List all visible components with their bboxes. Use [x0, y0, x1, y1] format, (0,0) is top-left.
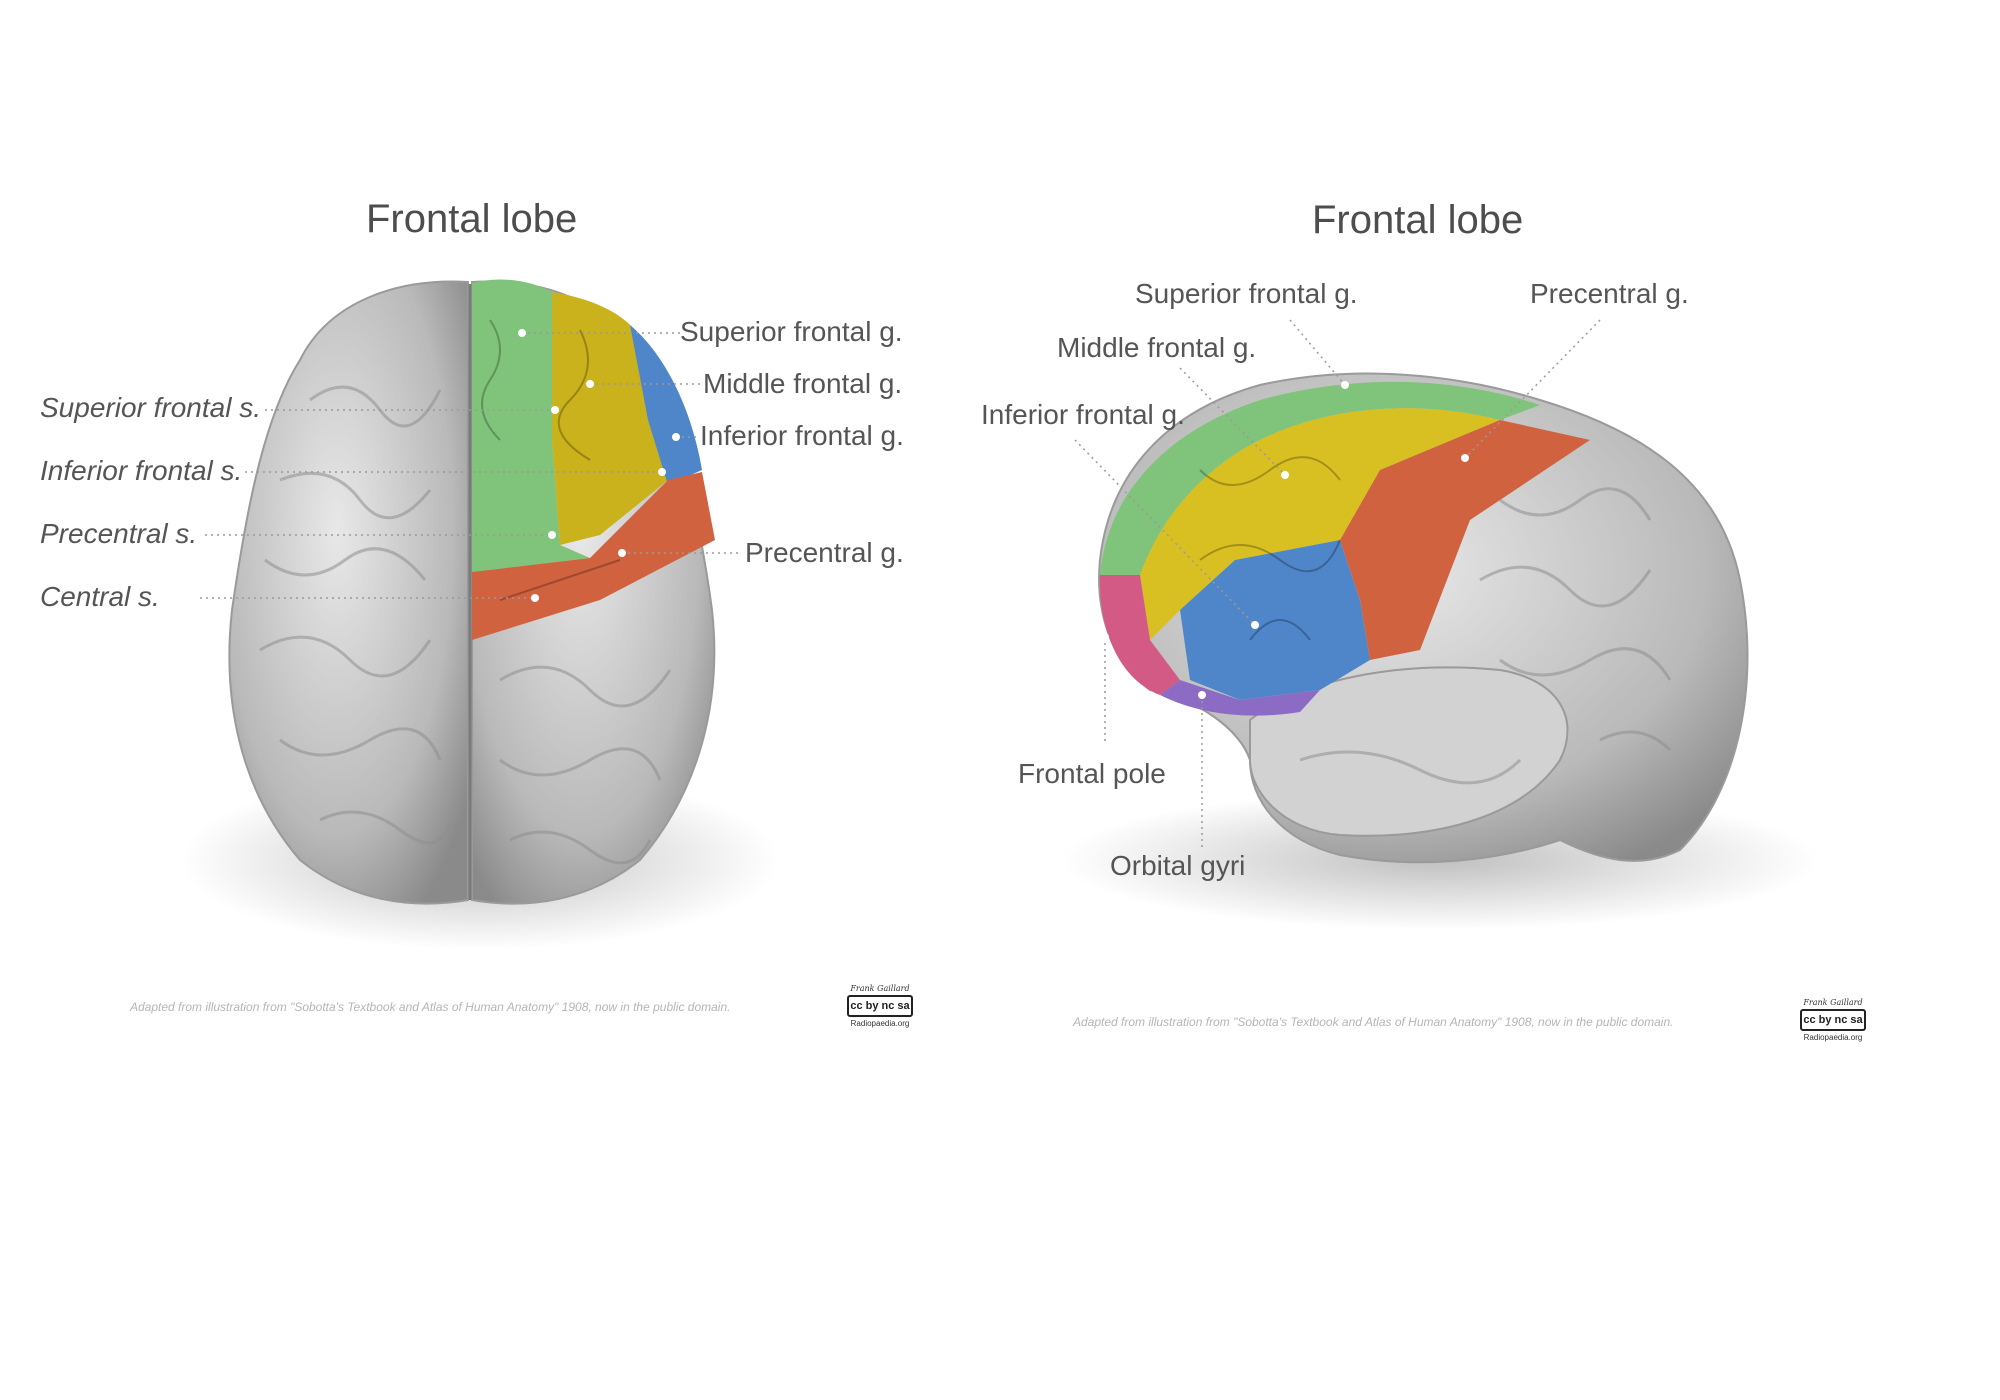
- left-label-precentral-sulcus: Precentral s.: [40, 518, 198, 549]
- right-credit-text: Adapted from illustration from "Sobotta'…: [1073, 1015, 1674, 1029]
- right-superior-frontal-gyrus-region: [1100, 381, 1540, 575]
- left-middle-frontal-gyrus-region: [552, 292, 668, 545]
- left-credit-text: Adapted from illustration from "Sobotta'…: [130, 1000, 731, 1014]
- right-label-superior-frontal-gyrus: Superior frontal g.: [1135, 278, 1358, 309]
- left-label-central-sulcus: Central s.: [40, 581, 160, 612]
- left-badge-author: Frank Gaillard: [850, 984, 910, 993]
- right-precentral-gyrus-region: [1340, 420, 1590, 660]
- frontal-pole-region: [1099, 575, 1180, 695]
- left-badge-cc-text: cc by nc sa: [850, 1000, 910, 1012]
- right-license-badge: Frank Gaillard cc by nc sa Radiopaedia.o…: [1798, 998, 1868, 1042]
- temporal-lobe: [1249, 666, 1569, 837]
- right-brain-texture: [1299, 487, 1672, 785]
- left-superior-frontal-gyrus-region: [472, 279, 590, 572]
- right-badge-site: Radiopaedia.org: [1803, 1033, 1863, 1042]
- cc-license-icon: cc by nc sa: [1800, 1009, 1866, 1031]
- left-colored-texture: [481, 319, 621, 601]
- right-label-precentral-gyrus: Precentral g.: [1530, 278, 1689, 309]
- left-inferior-frontal-gyrus-region: [630, 325, 702, 485]
- right-leader-lines: [1074, 319, 1601, 850]
- right-inferior-frontal-gyrus-region: [1180, 540, 1370, 700]
- left-leader-lines: [200, 332, 740, 599]
- left-label-superior-frontal-sulcus: Superior frontal s.: [40, 392, 261, 423]
- right-label-orbital-gyri: Orbital gyri: [1110, 850, 1246, 881]
- left-label-middle-frontal-gyrus: Middle frontal g.: [703, 368, 903, 399]
- left-leader-dots: [518, 329, 680, 602]
- right-colored-texture: [1199, 456, 1341, 641]
- left-brain-texture: [259, 385, 672, 865]
- right-badge-cc-text: cc by nc sa: [1803, 1014, 1863, 1026]
- left-label-inferior-frontal-sulcus: Inferior frontal s.: [40, 455, 243, 486]
- orbital-gyri-region: [1160, 680, 1320, 716]
- left-panel-title: Frontal lobe: [366, 197, 578, 241]
- right-middle-frontal-gyrus-region: [1140, 408, 1500, 640]
- left-label-superior-frontal-gyrus: Superior frontal g.: [680, 316, 903, 347]
- left-badge-site: Radiopaedia.org: [850, 1019, 910, 1028]
- left-label-inferior-frontal-gyrus: Inferior frontal g.: [700, 420, 904, 451]
- left-license-badge: Frank Gaillard cc by nc sa Radiopaedia.o…: [845, 984, 915, 1028]
- right-panel-title: Frontal lobe: [1312, 198, 1524, 242]
- right-label-frontal-pole: Frontal pole: [1018, 758, 1166, 789]
- right-leader-dots: [1101, 381, 1469, 699]
- left-hemisphere: [228, 280, 469, 905]
- left-label-precentral-gyrus: Precentral g.: [745, 537, 904, 568]
- right-badge-author: Frank Gaillard: [1803, 998, 1863, 1007]
- right-label-middle-frontal-gyrus: Middle frontal g.: [1057, 332, 1257, 363]
- right-label-inferior-frontal-gyrus: Inferior frontal g.: [981, 399, 1185, 430]
- cc-license-icon: cc by nc sa: [847, 995, 913, 1017]
